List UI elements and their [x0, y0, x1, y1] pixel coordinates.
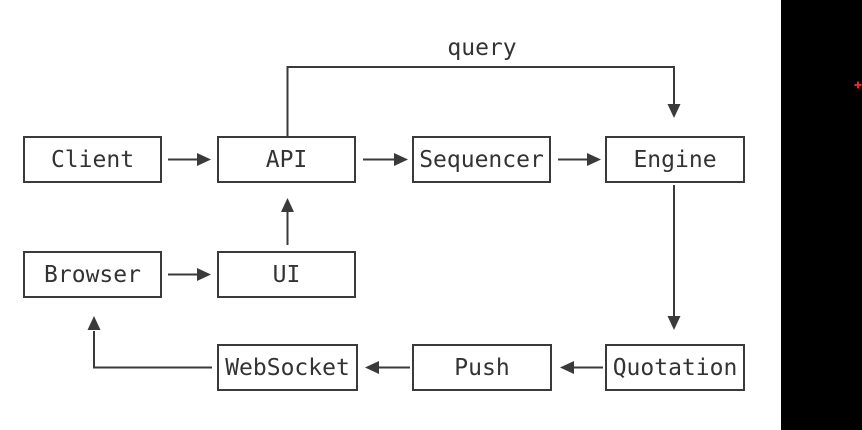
- node-push: Push: [412, 344, 552, 391]
- node-sequencer: Sequencer: [412, 136, 551, 183]
- edge-label-query: query: [447, 35, 516, 61]
- node-api: API: [217, 136, 356, 183]
- arrowhead-api-engine-query: [667, 104, 681, 118]
- arrowhead-websocket-browser: [87, 316, 101, 330]
- node-websocket-label: WebSocket: [225, 354, 350, 381]
- node-engine-label: Engine: [633, 146, 717, 173]
- node-engine: Engine: [605, 136, 745, 183]
- right-black-panel: [781, 0, 862, 430]
- arrowhead-push-websocket: [365, 361, 379, 374]
- node-client-label: Client: [50, 146, 135, 173]
- arrowhead-sequencer-engine: [587, 153, 601, 166]
- node-ui-label: UI: [272, 261, 301, 288]
- node-client: Client: [23, 136, 162, 183]
- arrowhead-client-api: [197, 153, 211, 166]
- arrowhead-browser-ui: [197, 268, 211, 281]
- node-sequencer-label: Sequencer: [419, 146, 544, 173]
- red-plus-marker-icon: [854, 81, 862, 89]
- node-websocket: WebSocket: [217, 344, 358, 391]
- edge-api-engine-query: [286, 66, 675, 136]
- arrowhead-engine-quotation: [667, 316, 681, 330]
- arrowhead-ui-api: [281, 198, 294, 212]
- arrowhead-quotation-push: [560, 361, 574, 374]
- arrowhead-api-sequencer: [394, 153, 408, 166]
- node-browser-label: Browser: [44, 261, 141, 288]
- edge-websocket-browser: [93, 331, 212, 369]
- node-api-label: API: [265, 146, 308, 173]
- node-quotation: Quotation: [605, 344, 745, 391]
- node-browser: Browser: [23, 251, 162, 298]
- node-push-label: Push: [454, 354, 510, 381]
- node-quotation-label: Quotation: [612, 354, 738, 381]
- node-ui: UI: [217, 251, 356, 298]
